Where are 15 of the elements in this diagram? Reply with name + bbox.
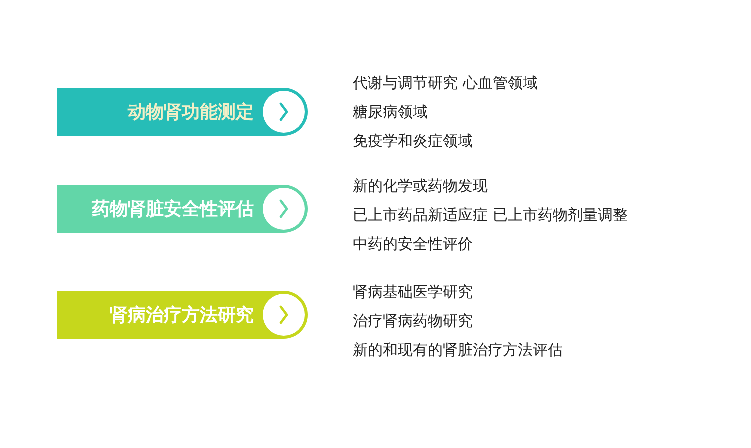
topic-text: 糖尿病领域 (353, 102, 428, 122)
category-title: 动物肾功能测定 (128, 101, 254, 125)
topic-text: 免疫学和炎症领域 (353, 131, 473, 151)
category-title: 肾病治疗方法研究 (110, 304, 254, 328)
category-banner (57, 88, 308, 136)
category-banner (57, 291, 308, 339)
topic-text: 中药的安全性评价 (353, 234, 473, 254)
topic-text: 代谢与调节研究 心血管领域 (353, 73, 538, 93)
topic-text: 肾病基础医学研究 (353, 282, 473, 302)
topic-text: 新的和现有的肾脏治疗方法评估 (353, 340, 563, 360)
topic-text: 已上市药品新适应症 已上市药物剂量调整 (353, 205, 628, 225)
category-title: 药物肾脏安全性评估 (92, 198, 254, 222)
category-banner (57, 185, 308, 233)
topic-text: 治疗肾病药物研究 (353, 311, 473, 331)
topic-text: 新的化学或药物发现 (353, 176, 488, 196)
